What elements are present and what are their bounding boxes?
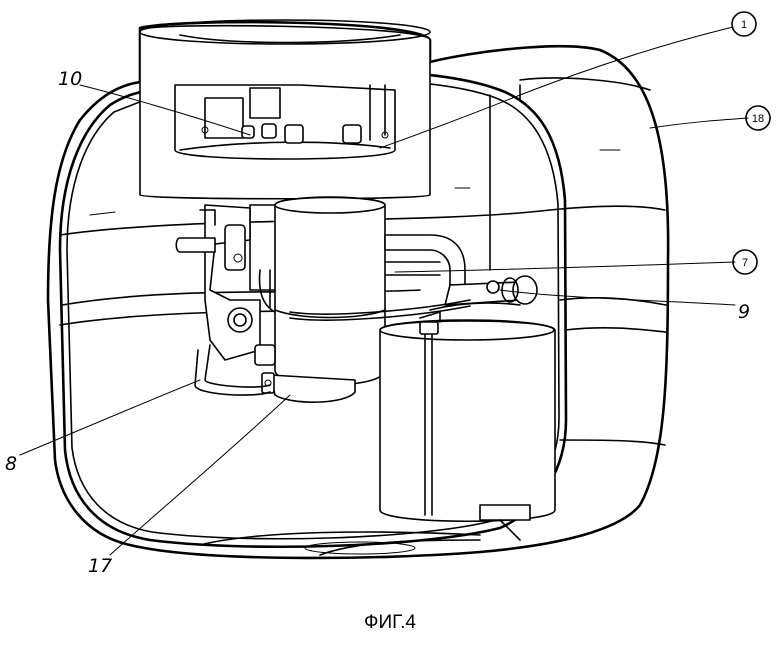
- figure-caption: ФИГ.4: [364, 612, 416, 633]
- label-7: 7: [742, 257, 748, 269]
- reference-labels: 1 18 7 9 10 8 17: [5, 11, 771, 577]
- top-module: [139, 19, 431, 200]
- label-18: 18: [752, 113, 764, 125]
- canister: [379, 302, 556, 541]
- leader-lines: [19, 26, 749, 556]
- label-8: 8: [5, 453, 17, 475]
- label-1-circle: [731, 11, 757, 37]
- label-1: 1: [741, 19, 747, 31]
- label-17: 17: [88, 555, 112, 577]
- housing: [46, 20, 670, 560]
- label-7-circle: [732, 249, 758, 275]
- hose-assembly: [258, 234, 538, 321]
- pump-foot: [261, 372, 356, 403]
- label-10: 10: [58, 68, 82, 90]
- label-9: 9: [738, 301, 750, 323]
- left-bracket: [175, 204, 276, 396]
- label-18-circle: [745, 105, 771, 131]
